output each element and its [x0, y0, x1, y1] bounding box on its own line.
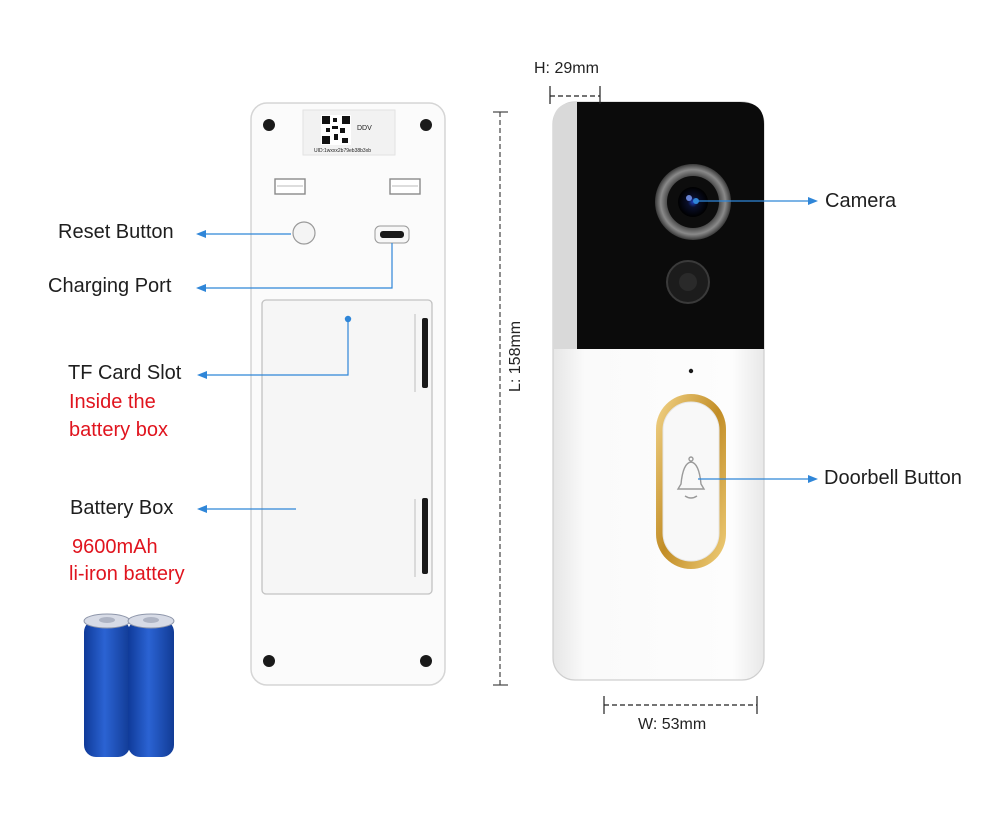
qr-code: [321, 115, 351, 145]
device-back-view: DDV UID:1wxxx2b79eb38b3xb: [250, 102, 446, 686]
usb-port: [380, 231, 404, 238]
camera-lens: [678, 187, 708, 217]
battery-note-line2: li-iron battery: [69, 563, 185, 585]
screw-hole-bottom-right: [420, 655, 432, 667]
tf-card-slot-label: TF Card Slot: [68, 362, 182, 384]
bell-icon: [676, 456, 706, 499]
charging-port-label: Charging Port: [48, 275, 172, 297]
doorbell-button-label: Doorbell Button: [824, 467, 962, 489]
callout-lines-front: [696, 200, 808, 480]
length-dimension-line: [493, 111, 508, 686]
battery-cover: [261, 299, 433, 595]
tf-card-note-line2: battery box: [69, 419, 168, 441]
battery-note-line1: 9600mAh: [72, 536, 158, 558]
battery-box-label: Battery Box: [70, 497, 174, 519]
height-dimension-label: H: 29mm: [534, 60, 599, 77]
back-label-uid: UID:1wxxx2b79eb38b3xb: [314, 148, 371, 154]
callout-lines-back: [206, 233, 393, 510]
microphone-hole: [688, 368, 694, 374]
reset-button-label: Reset Button: [58, 221, 174, 243]
reset-button-hole: [292, 221, 316, 245]
doorbell-button: [662, 401, 720, 562]
camera-label: Camera: [825, 190, 897, 212]
device-front-view: [552, 101, 765, 681]
height-dimension-line: [549, 86, 601, 104]
length-dimension-label: L: 158mm: [507, 320, 524, 392]
back-label-brand: DDV: [357, 125, 372, 132]
screw-hole-top-right: [420, 119, 432, 131]
width-dimension-label: W: 53mm: [638, 716, 707, 733]
width-dimension-line: [603, 696, 758, 714]
screw-hole-top-left: [263, 119, 275, 131]
screw-hole-bottom-left: [263, 655, 275, 667]
battery-cells: [83, 613, 175, 757]
callout-arrowheads-back: [196, 230, 352, 513]
callout-arrowheads-front: [693, 197, 818, 483]
tf-card-note-line1: Inside the: [69, 391, 156, 413]
